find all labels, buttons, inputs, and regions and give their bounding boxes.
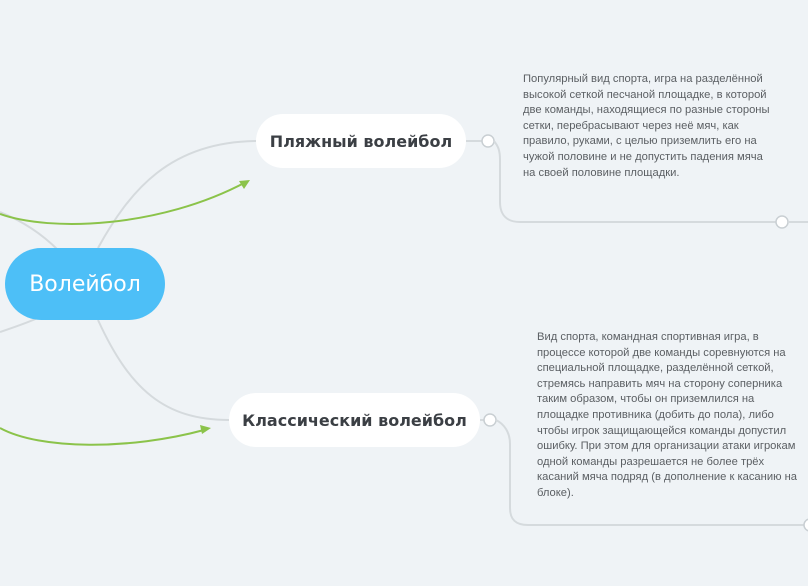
collapse-knob-classic[interactable] bbox=[483, 413, 497, 427]
connector-beach-note bbox=[493, 140, 776, 223]
topic-label: Пляжный волейбол bbox=[269, 131, 453, 151]
connector-root-offscreen-upper bbox=[0, 211, 59, 251]
note-beach-volleyball: Популярный вид спорта, игра на разделённ… bbox=[523, 73, 770, 179]
root-node[interactable]: Волейбол bbox=[5, 248, 165, 320]
topic-label: Классический волейбол bbox=[242, 410, 467, 430]
relation-arrowhead-beach bbox=[239, 180, 250, 189]
collapse-knob-beach[interactable] bbox=[481, 134, 495, 148]
connector-classic-note bbox=[495, 419, 808, 526]
topic-node-classic-volleyball[interactable]: Классический волейбол bbox=[229, 393, 480, 447]
connector-root-to-beach bbox=[97, 140, 257, 249]
topic-node-beach-volleyball[interactable]: Пляжный волейбол bbox=[256, 114, 466, 168]
connector-root-to-classic bbox=[97, 319, 230, 421]
note-knob-classic[interactable] bbox=[803, 518, 808, 532]
root-node-label: Волейбол bbox=[29, 271, 141, 297]
note-classic-volleyball: Вид спорта, командная спортивная игра, в… bbox=[537, 331, 797, 499]
relation-arrowhead-classic bbox=[200, 425, 211, 434]
relation-arrow-to-beach[interactable] bbox=[0, 181, 247, 225]
note-knob-beach[interactable] bbox=[775, 215, 789, 229]
relation-arrow-to-classic[interactable] bbox=[0, 427, 205, 446]
